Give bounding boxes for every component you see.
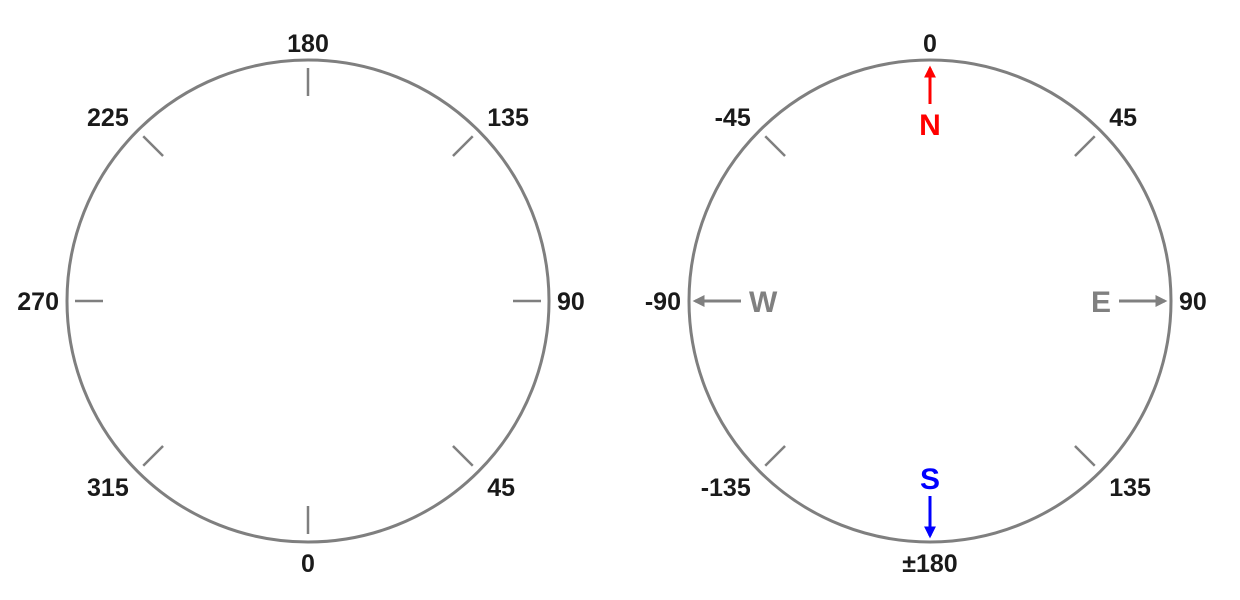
tick-mark (142, 135, 164, 157)
tick-mark (142, 445, 164, 467)
tick-mark (764, 135, 786, 157)
degree-label-bottom-right: 45 (487, 474, 515, 502)
degree-label-top-left: 225 (87, 104, 129, 132)
degree-label-top-right: 135 (487, 104, 529, 132)
direction-letter-n: N (919, 109, 941, 142)
degree-label-right: 90 (1179, 288, 1207, 316)
tick-mark (764, 445, 786, 467)
degree-label-bottom-right: 135 (1109, 474, 1151, 502)
tick-mark (1074, 445, 1096, 467)
degree-label-left: -90 (645, 288, 681, 316)
degree-label-left: 270 (17, 288, 59, 316)
direction-letter-e: E (1091, 286, 1111, 319)
degree-label-bottom: ±180 (902, 550, 957, 578)
degree-label-top: 180 (287, 30, 329, 58)
tick-mark (1074, 135, 1096, 157)
right-dial: 0 45 90 135 ±180 -135 -90 -45 N E S W (645, 30, 1207, 578)
degree-label-bottom-left: -135 (701, 474, 751, 502)
degree-label-right: 90 (557, 288, 585, 316)
degree-label-bottom: 0 (301, 550, 315, 578)
degree-label-top-left: -45 (715, 104, 751, 132)
degree-label-top-right: 45 (1109, 104, 1137, 132)
left-dial: 180 135 90 45 0 315 270 225 (17, 30, 585, 578)
dial-ring (687, 58, 1173, 544)
degree-label-bottom-left: 315 (87, 474, 129, 502)
tick-mark (452, 135, 474, 157)
direction-letter-s: S (920, 463, 940, 496)
tick-mark (452, 445, 474, 467)
direction-letter-w: W (749, 286, 778, 319)
degree-label-top: 0 (923, 30, 937, 58)
dial-ring (65, 58, 551, 544)
